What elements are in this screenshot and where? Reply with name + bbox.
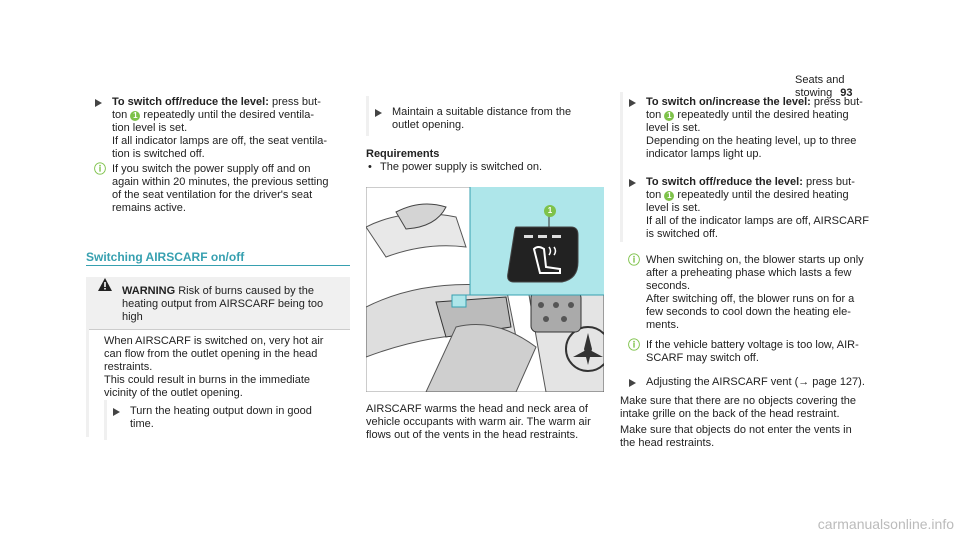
step-arrow-icon [375,109,382,117]
paragraph-text: the head restraints. [620,437,715,449]
info-note-icon: ⓘ [628,253,641,267]
step-text: time. [130,418,154,430]
step-text: ton [646,109,665,121]
page-number: 93 [840,87,853,99]
warning-step-bar [104,400,107,440]
section-heading: Switching AIRSCARF on/off [86,250,245,264]
warning-box-header: WARNING Risk of burns caused by the heat… [86,277,350,329]
step-text: is switched off. [646,228,718,240]
caption-text: AIRSCARF warms the head and neck area of [366,403,588,415]
step-text: tion is switched off. [112,148,205,160]
step-text: ton [112,109,131,121]
step-text: Depending on the heating level, up to th… [646,135,857,147]
warning-divider [86,329,350,330]
step-text: level is set. [646,202,701,214]
note-text: ments. [646,319,680,331]
note-text: If the vehicle battery voltage is too lo… [646,339,859,351]
step-adjust-vent: Adjusting the AIRSCARF vent (→ page 127)… [620,376,902,389]
page-reference-link[interactable]: page 127). [809,376,865,388]
paragraph-text: intake grille on the back of the head re… [620,408,840,420]
paragraph-text: Make sure that there are no objects cove… [620,395,857,407]
note-text: After switching off, the blower runs on … [646,293,855,305]
step-text: Maintain a suitable distance from the [392,106,572,118]
note-text: If you switch the power supply off and o… [112,163,311,175]
warning-body-text: can flow from the outlet opening in the … [104,348,318,360]
warning-text: high [122,311,143,323]
airscarf-figure [366,187,604,392]
step-text: indicator lamps light up. [646,148,762,160]
step-title: To switch off/reduce the level: [112,96,269,108]
step-text: press but- [802,176,855,188]
warning-text: heating output from AIRSCARF being too [122,298,324,310]
caption-text: vehicle occupants with warm air. The war… [366,416,591,428]
info-note-icon: ⓘ [94,162,107,176]
requirement-item: The power supply is switched on. [366,161,618,174]
step-side-bar [366,96,369,136]
step-maintain-distance: Maintain a suitable distance from the ou… [366,106,630,132]
paragraph-intake-grille: Make sure that there are no objects cove… [620,395,876,421]
paragraph-text: Make sure that objects do not enter the … [620,424,852,436]
step-text: repeatedly until the desired heating [674,109,849,121]
paragraph-vents: Make sure that objects do not enter the … [620,424,876,450]
step-arrow-icon [113,408,120,416]
step-switch-off-airscarf: To switch off/reduce the level: press bu… [620,176,902,241]
step-switch-on-airscarf: To switch on/increase the level: press b… [620,96,902,161]
warning-title: WARNING [122,285,176,297]
note-text: after a preheating phase which lasts a f… [646,267,852,279]
section-title: Seats and stowing [795,74,845,99]
step-arrow-icon [629,99,636,107]
step-title: To switch on/increase the level: [646,96,811,108]
note-ventilation-memory: ⓘ If you switch the power supply off and… [86,163,376,215]
step-side-bar [620,92,623,242]
callout-1-icon: 1 [130,111,141,121]
note-text: SCARF may switch off. [646,352,759,364]
step-text: repeatedly until the desired heating [674,189,849,201]
note-battery: ⓘ If the vehicle battery voltage is too … [620,339,902,365]
caption-text: flows out of the vents in the head restr… [366,429,579,441]
callout-1-icon: 1 [664,111,675,121]
step-text: outlet opening. [392,119,465,131]
step-text: press but- [810,96,863,108]
step-text: level is set. [646,122,701,134]
page-reference-arrow-icon: → [798,376,810,388]
warning-body: When AIRSCARF is switched on, very hot a… [104,335,350,400]
step-text: repeatedly until the desired ventila- [140,109,315,121]
note-text: seconds. [646,280,691,292]
warning-body-text: restraints. [104,361,153,373]
figure-callout-1-icon: 1 [544,205,556,217]
note-blower: ⓘ When switching on, the blower starts u… [620,254,902,332]
note-text: When switching on, the blower starts up … [646,254,864,266]
step-switch-off-ventilation: To switch off/reduce the level: press bu… [86,96,376,161]
step-text: ton [646,189,665,201]
step-text: press but- [268,96,321,108]
warning-body-text: When AIRSCARF is switched on, very hot a… [104,335,324,347]
warning-body-text: vicinity of the outlet opening. [104,387,243,399]
note-text: few seconds to cool down the heating ele… [646,306,851,318]
step-arrow-icon [629,379,636,387]
note-text: remains active. [112,202,186,214]
warning-triangle-icon [98,278,112,291]
note-text: of the seat ventilation for the driver's… [112,189,313,201]
warning-step: Turn the heating output down in good tim… [104,405,350,431]
warning-side-bar [86,277,89,437]
figure-caption: AIRSCARF warms the head and neck area of… [366,403,604,442]
info-note-icon: ⓘ [628,338,641,352]
step-title: To switch off/reduce the level: [646,176,803,188]
requirements-heading: Requirements [366,148,440,160]
warning-body-text: This could result in burns in the immedi… [104,374,311,386]
warning-text: Risk of burns caused by the [175,285,314,297]
step-arrow-icon [629,179,636,187]
note-text: again within 20 minutes, the previous se… [112,176,329,188]
step-arrow-icon [95,99,102,107]
step-text: If all indicator lamps are off, the seat… [112,135,328,147]
step-text: tion level is set. [112,122,188,134]
step-text: Adjusting the AIRSCARF vent ( [646,376,799,388]
watermark: carmanualsonline.info [817,516,954,532]
callout-1-icon: 1 [664,191,675,201]
step-text: Turn the heating output down in good [130,405,312,417]
heading-divider [86,265,350,266]
step-text: If all of the indicator lamps are off, A… [646,215,869,227]
